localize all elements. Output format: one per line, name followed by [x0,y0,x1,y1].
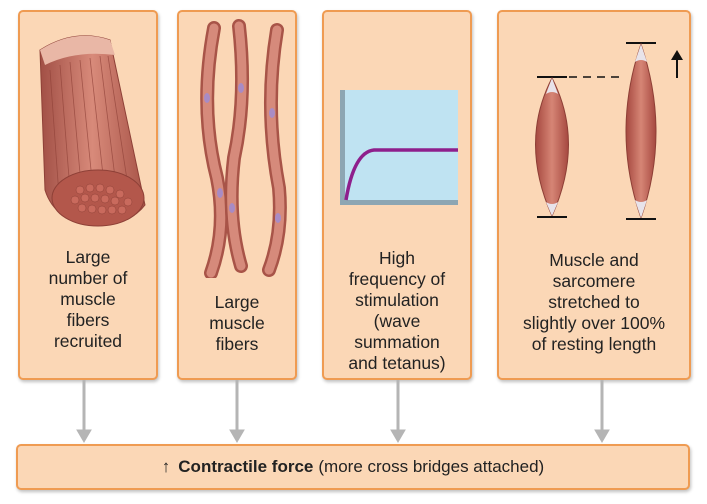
contractile-force-note: (more cross bridges attached) [318,457,544,477]
panel-1-caption: Large number of muscle fibers recruited [20,247,156,352]
contractile-force-label: Contractile force [178,457,313,477]
stretched-muscle-illustration [499,32,689,232]
increase-arrow-icon: ↑ [162,457,171,477]
panel-fiber-size: Large muscle fibers [177,10,297,380]
panel-2-caption: Large muscle fibers [179,292,295,355]
panel-muscle-stretch: Muscle and sarcomere stretched to slight… [497,10,691,380]
muscle-fibers-illustration [179,18,295,278]
panel-4-caption: Muscle and sarcomere stretched to slight… [499,250,689,355]
panel-fiber-recruitment: Large number of muscle fibers recruited [18,10,158,380]
contractile-force-box: ↑ Contractile force (more cross bridges … [16,444,690,490]
muscle-bundle-illustration [20,20,156,230]
panel-3-caption: High frequency of stimulation (wave summ… [324,248,470,374]
panel-stimulation-frequency: High frequency of stimulation (wave summ… [322,10,472,380]
connector-arrows [0,378,707,448]
tetanus-graph [324,82,470,212]
